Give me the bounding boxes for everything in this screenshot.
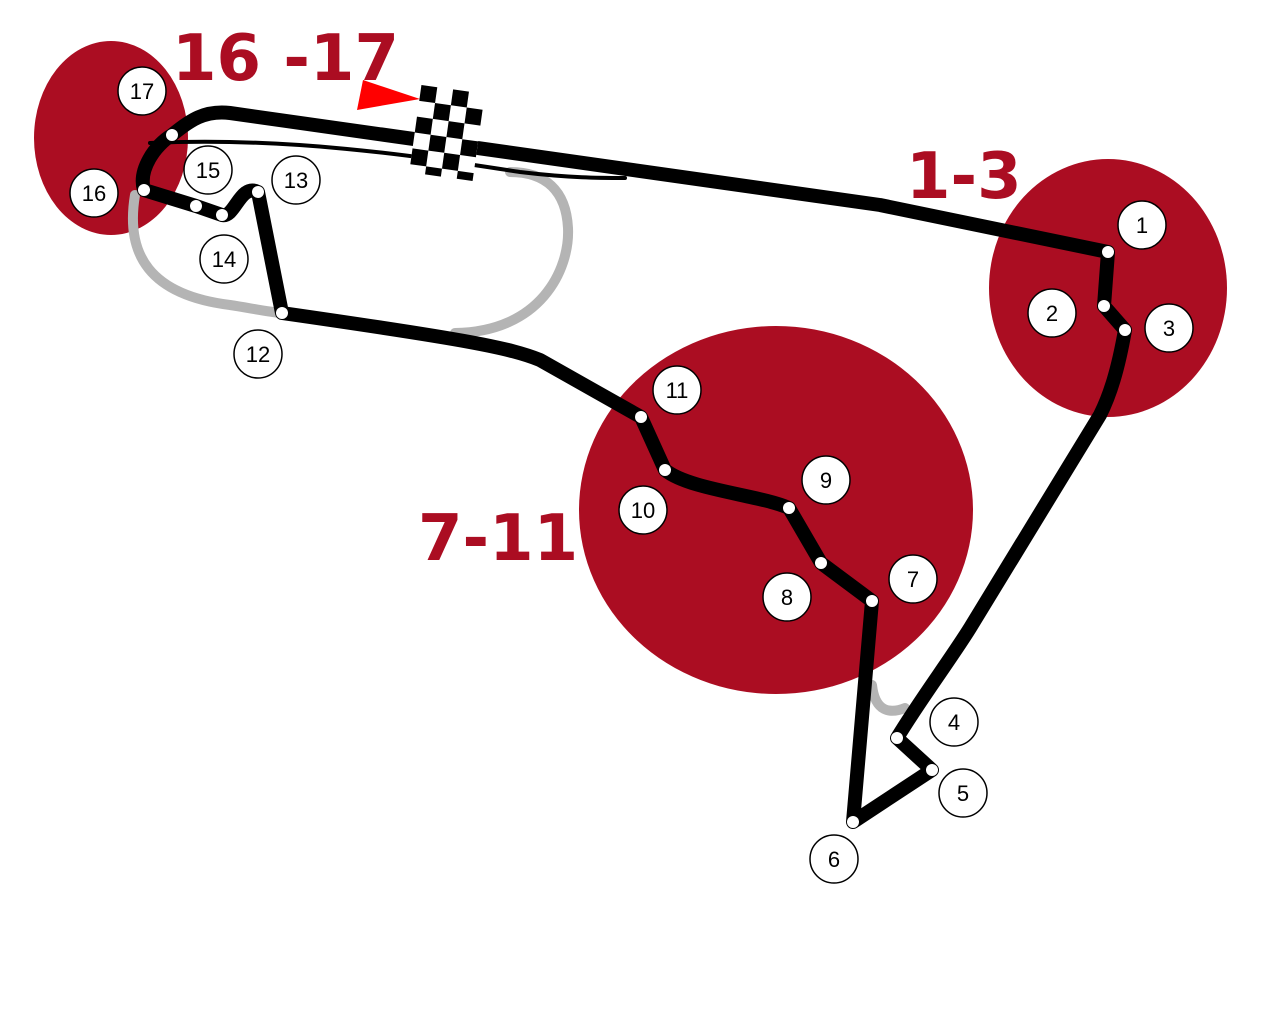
- turn-label-17: 17: [130, 79, 154, 104]
- zone-label-1-3: 1-3: [906, 140, 1022, 214]
- turn-label-13: 13: [284, 168, 308, 193]
- turn-point-8: [815, 557, 827, 569]
- turn-marker-6: 6: [809, 834, 859, 884]
- turn-point-14: [216, 209, 228, 221]
- turn-label-3: 3: [1163, 316, 1175, 341]
- turn-marker-4: 4: [929, 697, 979, 747]
- turn-point-7: [866, 595, 878, 607]
- turn-marker-9: 9: [801, 455, 851, 505]
- turn-point-13: [252, 186, 264, 198]
- turn-marker-13: 13: [271, 155, 321, 205]
- turn-label-1: 1: [1136, 213, 1148, 238]
- turn-point-17: [166, 129, 178, 141]
- turn-marker-1: 1: [1117, 200, 1167, 250]
- turn-label-11: 11: [666, 378, 689, 403]
- turn-point-1: [1102, 246, 1114, 258]
- turn-marker-14: 14: [199, 234, 249, 284]
- turn-label-2: 2: [1046, 301, 1058, 326]
- checkered-flag-icon: [409, 84, 485, 182]
- turn-marker-11: 11: [652, 365, 702, 415]
- turn-point-6: [847, 816, 859, 828]
- turn-point-12: [276, 307, 288, 319]
- old-track-peraltada: [127, 190, 287, 318]
- direction-arrow-icon: [357, 80, 420, 110]
- turn-point-9: [783, 502, 795, 514]
- turn-marker-10: 10: [618, 485, 668, 535]
- old-track-hairpin: [867, 680, 910, 716]
- zones: [34, 41, 1227, 694]
- turn-label-7: 7: [907, 567, 919, 592]
- turn-point-16: [138, 184, 150, 196]
- zone-labels: 16 -17 1-3 7-11: [172, 22, 1022, 576]
- turn-marker-17: 17: [117, 66, 167, 116]
- turn-label-10: 10: [631, 498, 655, 523]
- turn-point-4: [891, 732, 903, 744]
- turn-point-15: [190, 200, 202, 212]
- turn-point-3: [1119, 324, 1131, 336]
- turn-marker-12: 12: [233, 329, 283, 379]
- turn-marker-16: 16: [69, 168, 119, 218]
- turn-point-5: [926, 764, 938, 776]
- old-track-loop: [450, 167, 574, 338]
- turn-points: [138, 129, 1131, 828]
- turn-label-14: 14: [212, 247, 236, 272]
- turn-marker-5: 5: [938, 768, 988, 818]
- turn-label-9: 9: [820, 468, 832, 493]
- turn-label-8: 8: [781, 585, 793, 610]
- turn-label-5: 5: [957, 781, 969, 806]
- track-line: [135, 105, 1132, 829]
- turn-marker-2: 2: [1027, 288, 1077, 338]
- turn-label-6: 6: [828, 847, 840, 872]
- turn-label-15: 15: [196, 158, 220, 183]
- turn-label-16: 16: [82, 181, 106, 206]
- zone-label-16-17: 16 -17: [172, 22, 399, 96]
- turn-marker-8: 8: [762, 572, 812, 622]
- old-track-sections: [127, 167, 910, 716]
- turn-marker-3: 3: [1144, 303, 1194, 353]
- turn-markers: 1 2 3 4 5 6 7 8: [69, 66, 1194, 884]
- turn-label-12: 12: [246, 342, 270, 367]
- turn-marker-15: 15: [183, 145, 233, 195]
- turn-point-2: [1098, 300, 1110, 312]
- zone-label-7-11: 7-11: [418, 502, 578, 576]
- turn-marker-7: 7: [888, 554, 938, 604]
- turn-point-11: [635, 411, 647, 423]
- turn-point-10: [659, 464, 671, 476]
- turn-label-4: 4: [948, 710, 960, 735]
